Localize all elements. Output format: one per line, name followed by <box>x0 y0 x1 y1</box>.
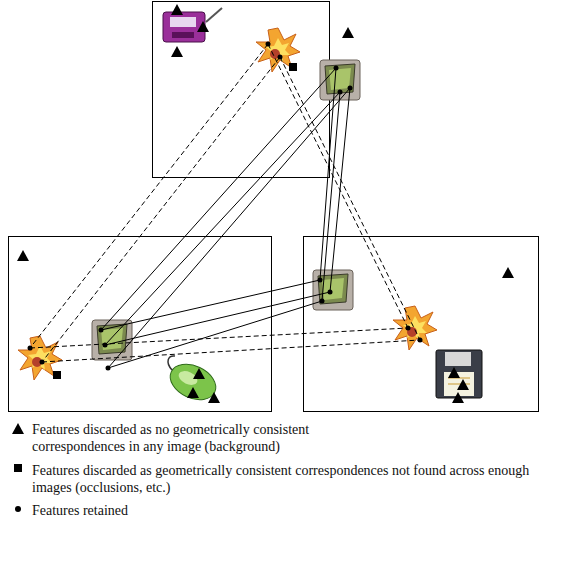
legend-text: Features discarded as no geometrically c… <box>32 421 377 455</box>
square-marker <box>289 63 297 71</box>
legend-square <box>14 464 22 472</box>
legend-entry: Features discarded as no geometrically c… <box>32 421 377 455</box>
image-frame <box>153 2 330 178</box>
retained-feature <box>28 42 423 371</box>
legend-entry: Features discarded as geometrically cons… <box>32 462 537 496</box>
legend-entry: Features retained <box>32 502 537 519</box>
floppy-icon <box>436 350 482 398</box>
image-frame <box>9 237 272 412</box>
image-frame <box>304 237 539 412</box>
legend-text: Features retained <box>32 502 537 519</box>
legend-dot <box>15 506 21 512</box>
printer-icon <box>163 8 222 42</box>
legend-text: Features discarded as geometrically cons… <box>32 462 537 496</box>
mouse-icon <box>164 356 221 407</box>
solid-correspondence <box>101 68 350 368</box>
square-marker <box>53 371 61 379</box>
dashed-correspondence <box>30 44 420 362</box>
